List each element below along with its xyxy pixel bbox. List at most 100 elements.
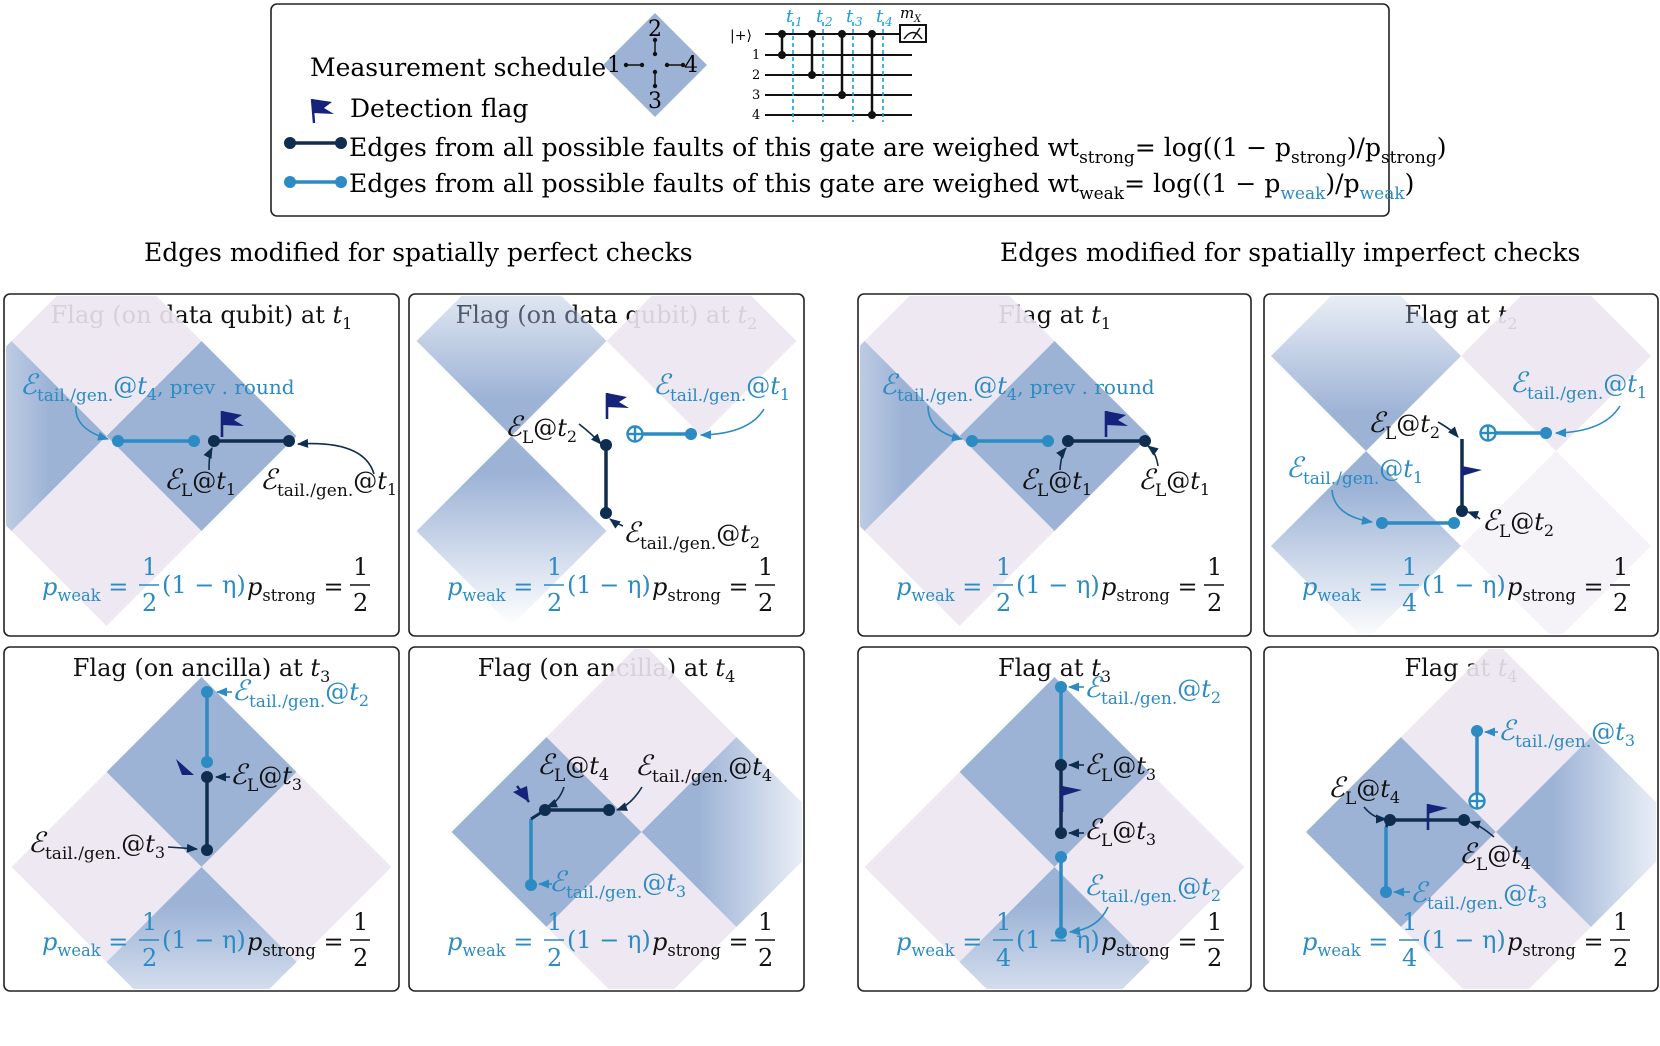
pweak-numerator: 1 xyxy=(547,553,562,581)
edge-node xyxy=(1471,725,1483,737)
pstrong-numerator: 1 xyxy=(758,553,773,581)
pointer-arrow xyxy=(1363,806,1388,824)
pointer-arrow xyxy=(1331,489,1374,525)
panel-4: Flag at t2ℰL@t2ℰtail./gen.@t1ℰtail./gen.… xyxy=(1263,293,1659,637)
tail-gen-error-label: ℰtail./gen.@t1 xyxy=(260,463,397,501)
pstrong-denominator: 2 xyxy=(758,944,773,972)
circuit-time-sub-4: 4 xyxy=(884,15,893,29)
pweak-tail: (1 − η) xyxy=(1422,571,1506,599)
edge-node xyxy=(1380,886,1392,898)
pstrong-label: pstrong = xyxy=(652,928,749,960)
circuit-time-sub-2: 2 xyxy=(824,15,833,29)
pweak-label: pweak = xyxy=(42,928,128,960)
logical-error-label: ℰL@t1 xyxy=(164,463,236,501)
pointer-arrow xyxy=(75,405,110,441)
stabilizer-plaquette xyxy=(1271,451,1461,634)
edge-node xyxy=(600,439,612,451)
panel-2: Flag (on data qubit) at t2ℰL@t2ℰtail./ge… xyxy=(408,293,805,637)
edge-node xyxy=(603,804,615,816)
tail-gen-error-label: ℰtail./gen.@t3 xyxy=(1410,876,1547,914)
pweak-tail: (1 − η) xyxy=(567,571,651,599)
pointer-arrow xyxy=(1068,906,1109,936)
edge-node xyxy=(283,435,295,447)
stabilizer-plaquette xyxy=(416,436,607,626)
logical-error-label: ℰL@t2 xyxy=(1482,504,1554,542)
xor-icon xyxy=(1479,424,1497,442)
stabilizer-plaquette xyxy=(6,341,107,531)
tail-gen-error-label: ℰtail./gen.@t2 xyxy=(1084,869,1221,907)
pweak-tail: (1 − η) xyxy=(1422,926,1506,954)
edge-node xyxy=(1448,517,1460,529)
pweak-label: pweak = xyxy=(1302,928,1388,960)
pointer-arrow xyxy=(699,408,765,440)
pweak-label: pweak = xyxy=(896,573,982,605)
tail-gen-error-label: ℰtail./gen.@t2 xyxy=(1084,671,1221,709)
pweak-label: pweak = xyxy=(896,928,982,960)
tail-gen-error-label: ℰtail./gen.@t1 xyxy=(1510,366,1647,404)
edge-node xyxy=(1540,427,1552,439)
tail-gen-error-label: ℰtail./gen.@t4 xyxy=(635,749,772,787)
pweak-denominator: 4 xyxy=(1402,944,1417,972)
pweak-label: pweak = xyxy=(42,573,128,605)
stabilizer-plaquette xyxy=(546,649,737,832)
pstrong-label: pstrong = xyxy=(1101,928,1198,960)
stabilizer-plaquette xyxy=(641,737,802,927)
stabilizer-plaquette xyxy=(606,296,797,436)
stabilizer-plaquette xyxy=(1496,737,1656,927)
probability-formulas: pweak =12(1 − η)pstrong =12 xyxy=(42,908,370,972)
edge-node xyxy=(1139,435,1151,447)
pweak-label: pweak = xyxy=(447,573,533,605)
edge-node xyxy=(685,428,697,440)
stabilizer-plaquette xyxy=(106,867,297,989)
pstrong-denominator: 2 xyxy=(1613,944,1628,972)
pstrong-label: pstrong = xyxy=(1507,573,1604,605)
lattice-background xyxy=(864,677,1245,989)
schedule-diamond: 2 1 4 3 xyxy=(603,13,707,117)
tail-gen-error-label: ℰtail./gen.@t3 xyxy=(1498,714,1635,752)
pointer-arrow xyxy=(615,786,643,811)
lattice-background xyxy=(416,296,797,626)
circuit-measure-sub: X xyxy=(913,14,922,25)
edge-node xyxy=(600,507,612,519)
legend-flag-icon xyxy=(310,98,334,124)
pweak-tail: (1 − η) xyxy=(567,926,651,954)
edge-node xyxy=(188,435,200,447)
circuit-input: |+⟩ xyxy=(730,28,752,44)
legend-box: Measurement schedule 2 1 4 3 |+⟩ 1 xyxy=(270,3,1446,217)
edge-node xyxy=(1055,851,1067,863)
edge-node xyxy=(201,686,213,698)
pstrong-denominator: 2 xyxy=(353,589,368,617)
stabilizer-plaquette xyxy=(860,341,960,531)
edge-node xyxy=(201,771,213,783)
pweak-numerator: 1 xyxy=(1402,908,1417,936)
logical-error-label: ℰL@t3 xyxy=(1084,813,1156,851)
detection-flag-icon xyxy=(1060,786,1082,812)
stabilizer-plaquette xyxy=(1461,451,1651,634)
pweak-denominator: 2 xyxy=(547,944,562,972)
probability-formulas: pweak =12(1 − η)pstrong =12 xyxy=(42,553,370,617)
logical-error-label: ℰL@t2 xyxy=(505,410,577,448)
pointer-arrow xyxy=(167,843,199,853)
edge-node xyxy=(1456,505,1468,517)
lattice-background xyxy=(6,296,297,626)
stabilizer-plaquette xyxy=(959,341,1150,531)
pointer-arrow xyxy=(545,786,565,808)
pweak-numerator: 1 xyxy=(142,908,157,936)
pointer-arrow xyxy=(609,518,624,529)
edge-node xyxy=(201,756,213,768)
pweak-label: pweak = xyxy=(1302,573,1388,605)
tail-gen-error-label: ℰtail./gen.@t1 xyxy=(653,368,790,406)
detection-flag-icon xyxy=(513,785,530,803)
pweak-numerator: 1 xyxy=(996,553,1011,581)
pstrong-label: pstrong = xyxy=(247,573,344,605)
legend-weak-edge xyxy=(284,176,347,188)
stabilizer-plaquette xyxy=(1271,296,1461,451)
edge-node xyxy=(1055,681,1067,693)
detection-flag-icon xyxy=(1104,411,1128,437)
pweak-denominator: 2 xyxy=(996,589,1011,617)
edge-node xyxy=(201,844,213,856)
detection-flag-icon xyxy=(1426,804,1448,830)
legend-strong-edge xyxy=(284,137,347,149)
stabilizer-plaquette xyxy=(1401,832,1591,989)
lattice-background xyxy=(1271,296,1651,634)
